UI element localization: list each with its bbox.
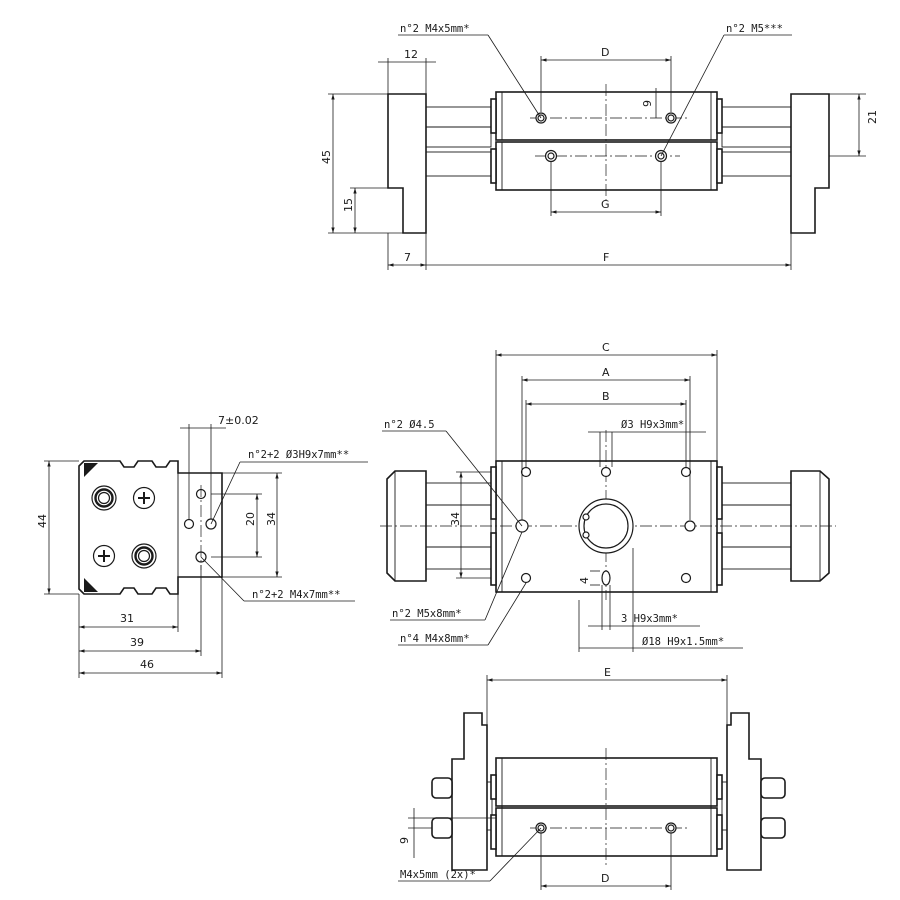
dim-4-label: 4 xyxy=(578,577,591,584)
callout-3h9x3: 3 H9x3mm* xyxy=(621,613,678,625)
dim-9-bottom: 9 xyxy=(398,837,411,844)
dim-A-label: A xyxy=(602,366,610,379)
port-fittings xyxy=(91,485,157,569)
dim-D-label: D xyxy=(601,46,609,59)
dim-D-bottom: D xyxy=(601,872,609,885)
bottom-view: E 9 M4x5mm (2x)* D xyxy=(398,666,786,890)
dim-7-tolerance: 7±0.02 xyxy=(218,414,259,427)
dim-15-label: 15 xyxy=(342,198,355,212)
dim-7-label: 7 xyxy=(404,251,411,264)
front-view: C A B Ø3 H9x3mm* n°2 Ø4.5 34 4 n°2 M5x8m… xyxy=(380,341,836,652)
callout-d3h9: n°2+2 Ø3H9x7mm** xyxy=(248,449,349,461)
dim-9-label: 9 xyxy=(641,100,654,107)
gripper-body xyxy=(490,91,723,191)
callout-m5: n°2 M5*** xyxy=(726,23,783,35)
dim-C-label: C xyxy=(602,341,610,354)
top-view: 12 D 9 21 45 15 G 7 F xyxy=(320,23,879,270)
callout-d45: n°2 Ø4.5 xyxy=(384,419,435,431)
side-body xyxy=(78,460,223,595)
dim-44-label: 44 xyxy=(36,514,49,528)
dim-20-label: 20 xyxy=(244,512,257,526)
dim-G-label: G xyxy=(601,198,610,211)
callout-d3h9x3: Ø3 H9x3mm* xyxy=(621,419,684,431)
left-jaw xyxy=(387,93,427,234)
bottom-body-bottom xyxy=(495,807,718,857)
dim-39-label: 39 xyxy=(130,636,144,649)
callout-m4x8: n°4 M4x8mm* xyxy=(400,633,470,645)
callout-m4x5-2x: M4x5mm (2x)* xyxy=(400,869,476,881)
bottom-body-top xyxy=(495,757,718,807)
dim-B-label: B xyxy=(602,390,610,403)
side-view: 7±0.02 44 20 34 31 39 46 n°2+2 Ø3H9x7mm*… xyxy=(36,414,368,678)
dim-34-label: 34 xyxy=(265,512,278,526)
dim-45-label: 45 xyxy=(320,150,333,164)
bottom-left-jaw xyxy=(451,712,488,871)
callout-d18: Ø18 H9x1.5mm* xyxy=(642,636,724,648)
dim-34-front: 34 xyxy=(449,512,462,526)
callout-m4x5: n°2 M4x5mm* xyxy=(400,23,470,35)
bottom-right-jaw xyxy=(726,712,762,871)
dim-31-label: 31 xyxy=(120,612,134,625)
dim-E-label: E xyxy=(604,666,611,679)
dim-F-label: F xyxy=(603,251,609,264)
right-jaw xyxy=(790,93,830,234)
callout-m5x8: n°2 M5x8mm* xyxy=(392,608,462,620)
dim-12-label: 12 xyxy=(404,48,418,61)
dim-46-label: 46 xyxy=(140,658,154,671)
dim-21-label: 21 xyxy=(866,110,879,124)
callout-m4x7: n°2+2 M4x7mm** xyxy=(252,589,341,601)
